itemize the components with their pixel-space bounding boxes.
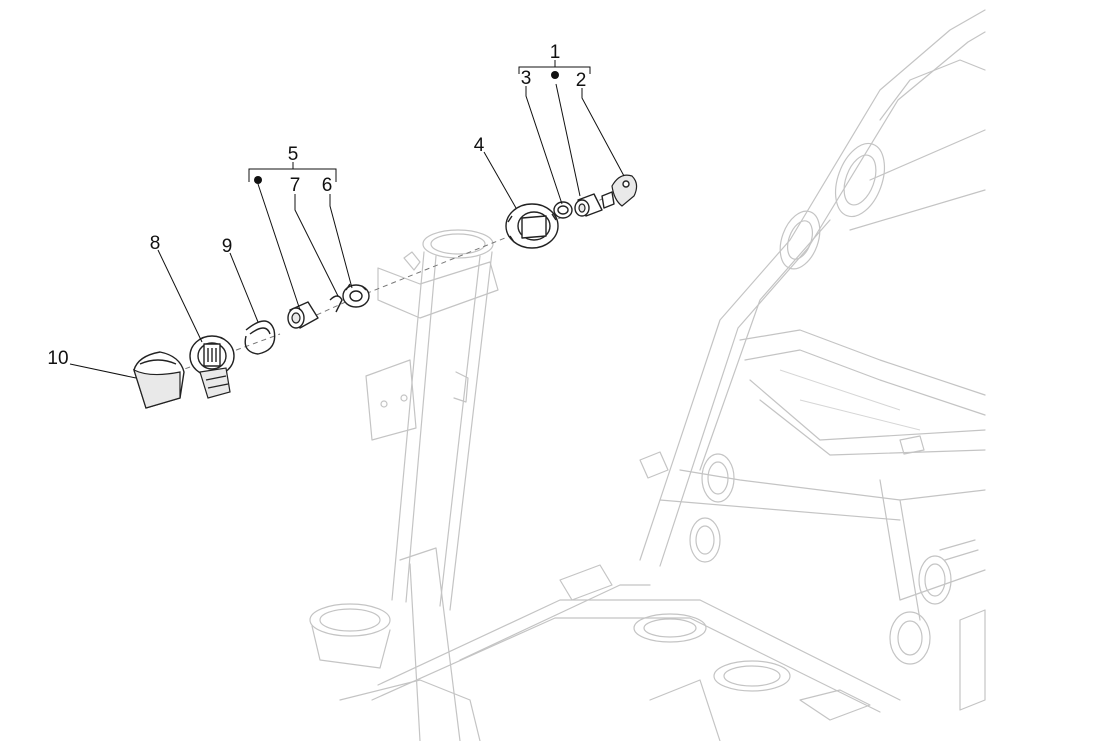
callout-4: 4 xyxy=(474,135,485,156)
bullet-dot-group-5 xyxy=(254,176,262,184)
callout-9: 9 xyxy=(222,236,233,257)
callout-labels: 1 3 2 4 5 7 6 8 9 10 xyxy=(47,42,586,369)
callout-1: 1 xyxy=(550,42,561,63)
part-7-lock-cylinder xyxy=(287,301,319,329)
callout-2: 2 xyxy=(576,70,587,91)
frame-main-body xyxy=(639,9,986,711)
bullet-dot-group-1 xyxy=(551,71,559,79)
callout-5: 5 xyxy=(288,144,299,165)
part-4-lock-housing xyxy=(505,203,559,249)
callout-3: 3 xyxy=(521,68,532,89)
part-3-o-ring xyxy=(553,201,573,219)
callout-8: 8 xyxy=(150,233,161,254)
part-2-key xyxy=(611,174,638,207)
part-7-pin xyxy=(329,295,343,313)
part-8-lock-body xyxy=(189,335,235,399)
part-9-spring-clip xyxy=(244,320,276,355)
part-6-retaining-ring xyxy=(342,283,370,308)
part-2-key-cylinder xyxy=(574,191,615,217)
frame-floor-section xyxy=(339,547,901,741)
scooter-frame xyxy=(309,9,986,741)
part-10-cover xyxy=(133,351,185,409)
steering-head-tube xyxy=(309,229,499,669)
callout-6: 6 xyxy=(322,175,333,196)
callout-leaders xyxy=(69,60,625,379)
callout-10: 10 xyxy=(47,348,68,369)
callout-7: 7 xyxy=(290,175,301,196)
